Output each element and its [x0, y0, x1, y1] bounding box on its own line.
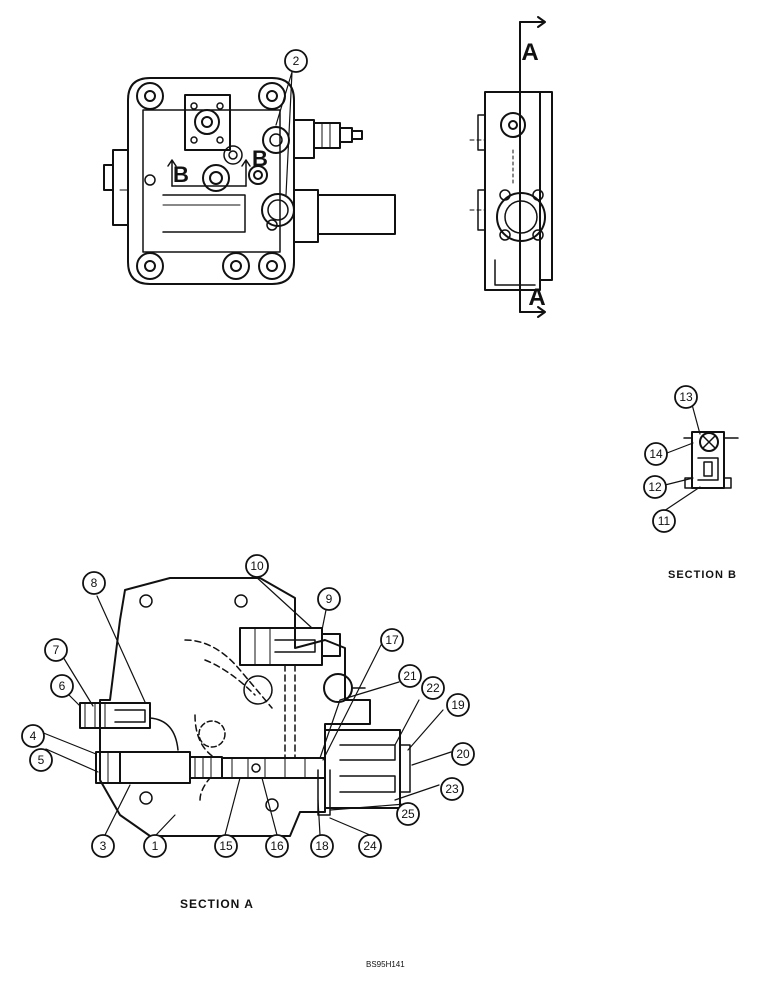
drawing-code: BS95H141	[366, 960, 405, 969]
callout-16-label: 16	[270, 839, 284, 853]
callout-19-label: 19	[451, 698, 465, 712]
callout-17-label: 17	[385, 633, 399, 647]
leader-lines	[35, 71, 701, 836]
section-a-marker-bottom: A	[528, 284, 545, 311]
callout-1-label: 1	[152, 839, 159, 853]
callout-8: 8	[82, 571, 106, 595]
callout-24: 24	[358, 834, 382, 858]
callout-4: 4	[21, 724, 45, 748]
callout-25-label: 25	[401, 807, 415, 821]
callout-16: 16	[265, 834, 289, 858]
callout-18-label: 18	[315, 839, 329, 853]
callout-23: 23	[440, 777, 464, 801]
callout-17: 17	[380, 628, 404, 652]
callout-20: 20	[451, 742, 475, 766]
callout-3-label: 3	[100, 839, 107, 853]
section-a-caption: SECTION A	[180, 897, 254, 911]
callout-6-label: 6	[59, 679, 66, 693]
callout-22-label: 22	[426, 681, 440, 695]
callout-13: 13	[674, 385, 698, 409]
callout-13-label: 13	[679, 390, 693, 404]
callout-2: 2	[284, 49, 308, 73]
callout-9-label: 9	[326, 592, 333, 606]
callout-5: 5	[29, 748, 53, 772]
section-b-caption: SECTION B	[668, 569, 737, 581]
callout-22: 22	[421, 676, 445, 700]
callout-11: 11	[652, 509, 676, 533]
callout-25: 25	[396, 802, 420, 826]
callout-1: 1	[143, 834, 167, 858]
callout-19: 19	[446, 693, 470, 717]
callout-23-label: 23	[445, 782, 459, 796]
callout-14: 14	[644, 442, 668, 466]
callout-24-label: 24	[363, 839, 377, 853]
callout-20-label: 20	[456, 747, 470, 761]
callout-12-label: 12	[648, 480, 662, 494]
callout-3: 3	[91, 834, 115, 858]
callout-6: 6	[50, 674, 74, 698]
callout-8-label: 8	[91, 576, 98, 590]
section-b-view	[683, 431, 739, 489]
callout-21: 21	[398, 664, 422, 688]
callout-10-label: 10	[250, 559, 264, 573]
callout-4-label: 4	[30, 729, 37, 743]
callout-21-label: 21	[403, 669, 417, 683]
section-a-view	[79, 577, 411, 837]
callout-15: 15	[214, 834, 238, 858]
section-b-marker-right: B	[252, 146, 268, 171]
callout-12: 12	[643, 475, 667, 499]
callout-14-label: 14	[649, 447, 663, 461]
callout-7: 7	[44, 638, 68, 662]
top-front-view	[103, 77, 396, 285]
callout-2-label: 2	[293, 54, 300, 68]
callout-11-label: 11	[658, 514, 671, 528]
section-a-marker-top: A	[521, 39, 538, 66]
callout-15-label: 15	[219, 839, 233, 853]
callout-7-label: 7	[53, 643, 60, 657]
callout-9: 9	[317, 587, 341, 611]
callout-balloons: 2 13 14 12 11 8 10 9 7 17 21 22 19 6 4 5…	[21, 49, 698, 858]
callout-10: 10	[245, 554, 269, 578]
callout-5-label: 5	[38, 753, 45, 767]
callout-18: 18	[310, 834, 334, 858]
top-side-view	[469, 16, 553, 318]
section-b-marker-left: B	[173, 162, 189, 187]
